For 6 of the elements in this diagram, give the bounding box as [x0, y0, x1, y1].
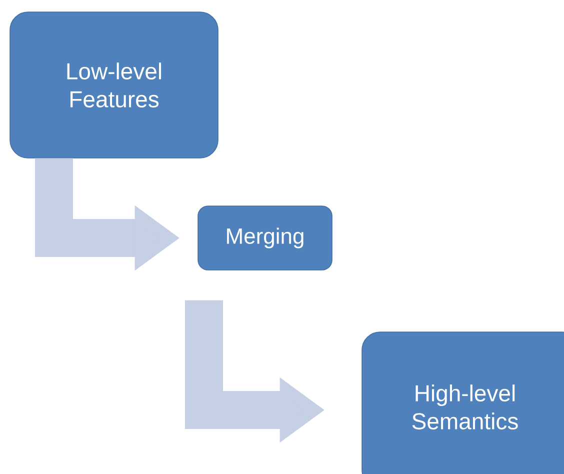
process-box: [198, 206, 332, 270]
process-box: [10, 12, 218, 158]
box-label: Merging: [227, 228, 304, 248]
box-label: Low-level Features: [67, 62, 162, 108]
process-box: [362, 332, 564, 474]
box-label: High-level Semantics: [412, 384, 518, 430]
